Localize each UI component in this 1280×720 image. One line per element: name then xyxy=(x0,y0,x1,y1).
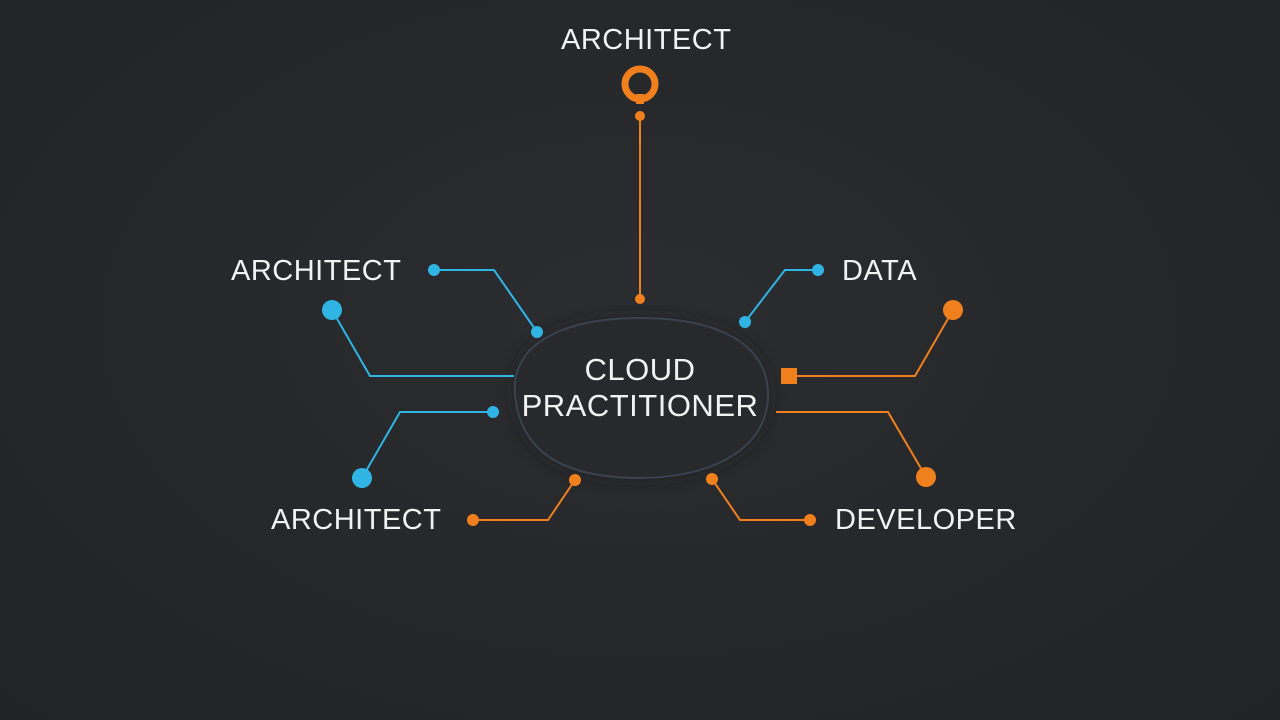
connector-lower-left-blue-hub-dot xyxy=(487,406,499,418)
connector-mid-left-node xyxy=(322,300,342,320)
connector-top-end-dot xyxy=(635,111,645,121)
connector-mid-right-node xyxy=(943,300,963,320)
connector-lower-right-hub-dot xyxy=(706,473,718,485)
connector-upper-right-hub-dot xyxy=(739,316,751,328)
hub-shape xyxy=(513,316,770,480)
connector-lower-left-hub-dot xyxy=(569,474,581,486)
ring-icon xyxy=(621,65,659,104)
hub-label: CLOUD PRACTITIONER xyxy=(520,352,760,424)
node-label-lower-left: ARCHITECT xyxy=(271,504,442,536)
hub-label-line2: PRACTITIONER xyxy=(521,388,759,423)
connector-upper-left-hub-dot xyxy=(531,326,543,338)
connector-lower-left-blue xyxy=(361,411,493,479)
connector-upper-left xyxy=(434,269,538,333)
connector-lower-left xyxy=(473,479,576,521)
hub-label-line1: CLOUD xyxy=(584,352,696,387)
connector-top-hub-dot xyxy=(635,294,645,304)
connector-lower-right-branch-node xyxy=(916,467,936,487)
connector-upper-left-end-dot xyxy=(428,264,440,276)
connector-lower-right xyxy=(711,478,810,521)
node-label-upper-right: DATA xyxy=(842,255,918,287)
connector-lower-right-branch xyxy=(776,411,927,478)
node-label-upper-left: ARCHITECT xyxy=(231,255,402,287)
node-label-top: ARCHITECT xyxy=(561,24,732,56)
connector-lower-left-blue-node xyxy=(352,468,372,488)
connector-mid-left xyxy=(331,309,514,377)
connector-lower-right-end-dot xyxy=(804,514,816,526)
connector-lower-left-end-dot xyxy=(467,514,479,526)
connector-upper-right xyxy=(744,269,818,323)
node-label-lower-right: DEVELOPER xyxy=(835,504,1017,536)
connector-mid-right xyxy=(797,309,954,377)
connector-mid-right-square xyxy=(781,368,797,384)
connector-upper-right-end-dot xyxy=(812,264,824,276)
